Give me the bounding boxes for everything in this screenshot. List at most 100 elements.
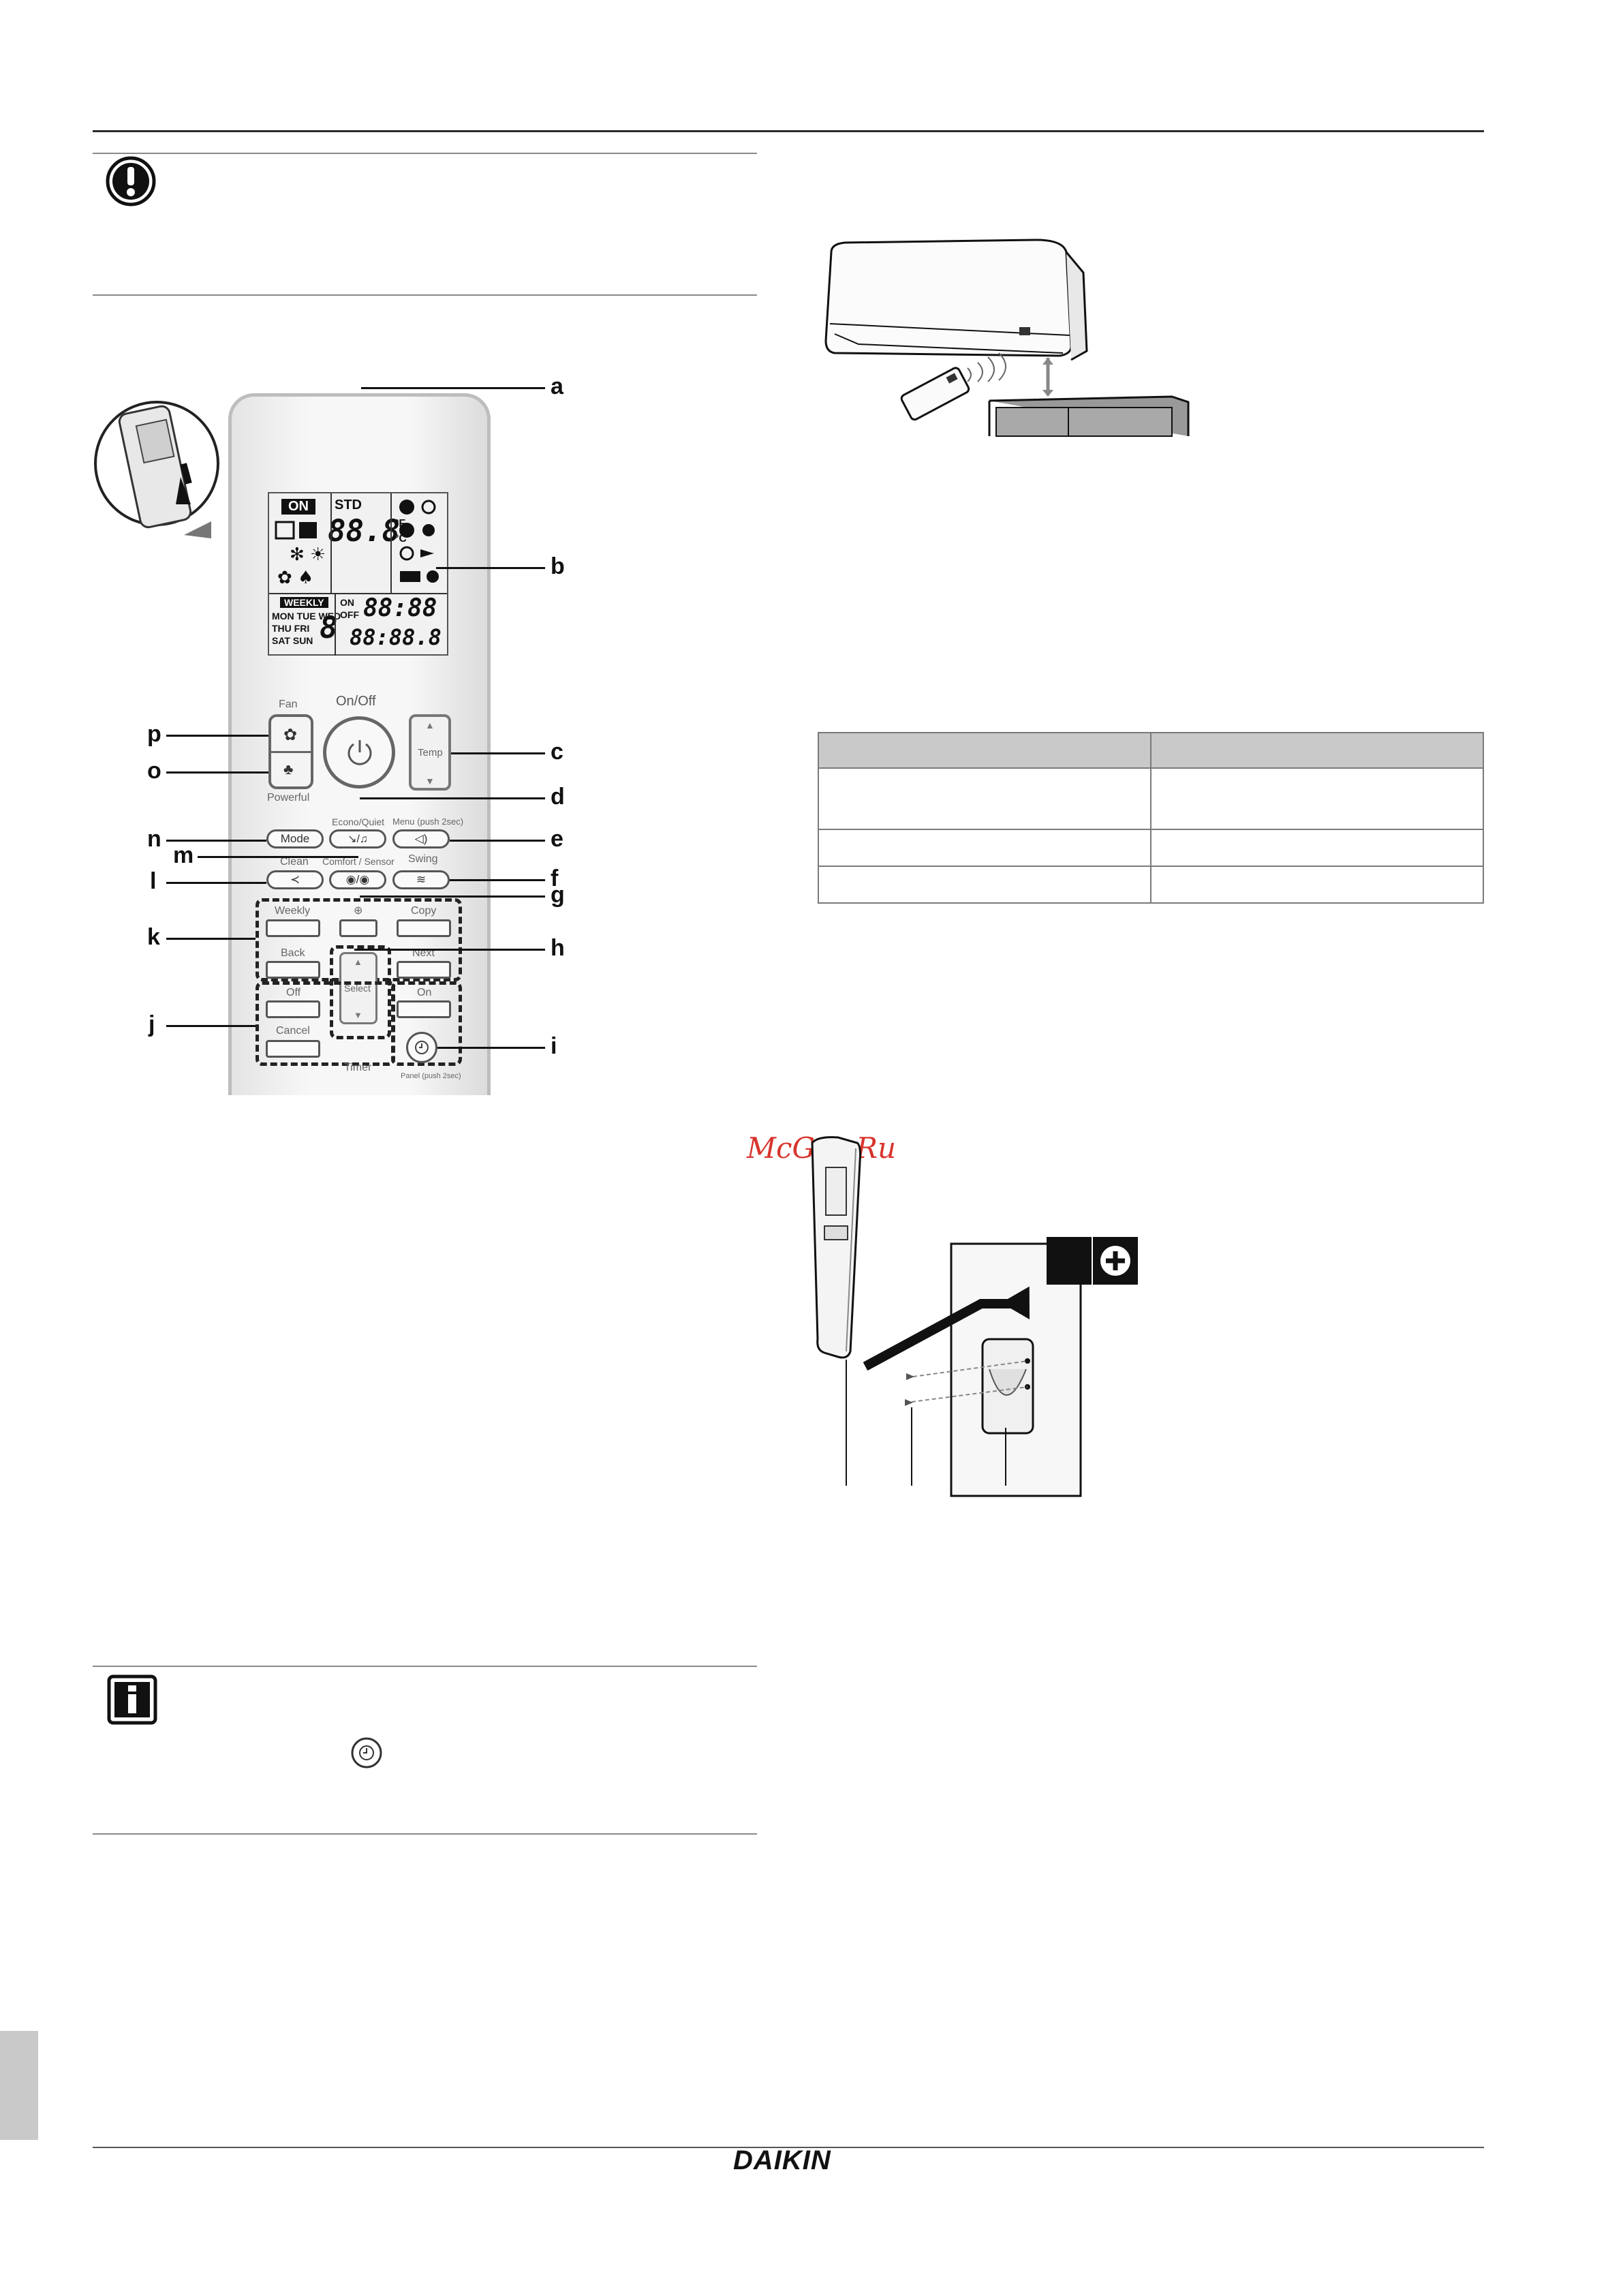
timer-cancel-button[interactable] (266, 1040, 320, 1058)
table-cell (818, 866, 1151, 904)
leader-b (436, 567, 545, 569)
lcd-time-2: 88:88.8 (350, 624, 442, 650)
panel-button[interactable] (406, 1032, 437, 1063)
econo-icon: ↘/♫ (347, 833, 368, 845)
leader-m (198, 856, 358, 858)
table-cell (1150, 767, 1484, 830)
info-table (818, 732, 1484, 904)
function-icons (399, 500, 439, 583)
remote-holder-illustration (811, 1136, 1138, 1497)
back-label: Back (281, 947, 305, 959)
table-cell (1150, 866, 1484, 904)
label-l: l (150, 868, 157, 894)
clock-icon (415, 1041, 429, 1054)
label-j: j (149, 1011, 155, 1037)
leader-o (166, 771, 268, 774)
select-up-icon: ▲ (354, 957, 362, 967)
temp-button[interactable]: ▲ Temp ▼ (409, 714, 451, 791)
label-f: f (551, 866, 559, 891)
leader-a (361, 387, 545, 389)
temp-label: Temp (418, 747, 443, 759)
label-n: n (147, 826, 161, 852)
leader-p (166, 735, 268, 737)
leader-c (451, 752, 545, 754)
leader-d (360, 797, 545, 799)
powerful-label: Powerful (267, 792, 310, 803)
cancel-label: Cancel (276, 1025, 310, 1037)
warning-bottom-rule (93, 294, 757, 296)
lcd-on: ON (281, 499, 315, 515)
select-down-icon: ▼ (354, 1010, 362, 1020)
table-cell (818, 767, 1151, 830)
leader-g (360, 896, 545, 898)
powerful-icon: ♣ (283, 761, 294, 778)
lcd-std: STD (335, 498, 362, 512)
clean-label: Clean (280, 856, 309, 868)
lcd-weekly: WEEKLY (280, 597, 328, 608)
table-header-1 (818, 732, 1151, 769)
swing-label: Swing (408, 853, 438, 865)
fan-button[interactable]: ✿ ♣ (268, 714, 313, 789)
svg-text:✿ ♠: ✿ ♠ (277, 568, 313, 588)
leader-i (437, 1047, 545, 1049)
swing-icon: ≋ (416, 873, 427, 886)
weekly-button[interactable] (266, 919, 320, 937)
warning-icon (106, 156, 156, 206)
clean-button[interactable]: ≺ (266, 870, 324, 889)
label-k: k (147, 924, 160, 950)
back-button[interactable] (266, 961, 320, 979)
weekly-label: Weekly (275, 905, 311, 917)
timer-on-group (391, 981, 462, 1066)
lcd-temperature: 88.8 (328, 514, 400, 549)
clean-icon: ≺ (290, 873, 300, 886)
speaker-icon: ◁) (414, 832, 428, 845)
mode-button[interactable]: Mode (266, 829, 324, 848)
on-label: On (417, 987, 432, 998)
lcd-on-label: ON (340, 597, 354, 608)
label-b: b (551, 553, 565, 579)
label-g: g (551, 882, 565, 908)
temp-up-icon: ▲ (425, 720, 435, 731)
table-cell (1150, 829, 1484, 867)
svg-text:✻ ☀: ✻ ☀ (290, 545, 326, 565)
label-i: i (551, 1033, 557, 1059)
info-top-rule (93, 1666, 757, 1667)
warning-top-rule (93, 153, 757, 154)
leader-e (450, 840, 545, 842)
lcd-days-3: SAT SUN (272, 635, 313, 646)
swing-button[interactable]: ≋ (392, 870, 450, 889)
copy-button[interactable] (397, 919, 451, 937)
label-c: c (551, 739, 563, 765)
select-button[interactable]: ▲ Select ▼ (339, 952, 377, 1024)
leader-n (166, 840, 266, 842)
timer-label: Timer (344, 1062, 372, 1073)
on-off-button[interactable] (323, 716, 395, 789)
lcd-days-1: MON TUE WED (272, 611, 341, 622)
copy-label: Copy (411, 905, 437, 917)
table-cell (818, 829, 1151, 867)
header-rule (93, 130, 1484, 132)
next-button[interactable] (397, 961, 451, 979)
side-tab (0, 2031, 38, 2140)
indoor-unit-illustration (824, 239, 1190, 437)
leader-h (354, 949, 545, 951)
lcd-off-label: OFF (340, 609, 359, 620)
lcd-time-1: 88:88 (363, 594, 437, 622)
footer-rule (93, 2147, 1484, 2148)
timer-off-button[interactable] (266, 1000, 320, 1018)
info-bottom-rule (93, 1833, 757, 1835)
econo-quiet-button[interactable]: ↘/♫ (329, 829, 386, 848)
temp-down-icon: ▼ (425, 776, 435, 786)
sensor-icon: ◉/◉ (345, 873, 370, 886)
leader-j (166, 1025, 256, 1027)
timer-on-button[interactable] (397, 1000, 451, 1018)
program-button[interactable] (339, 919, 377, 937)
panel-label: Panel (push 2sec) (401, 1072, 461, 1080)
menu-button[interactable]: ◁) (392, 829, 450, 848)
label-d: d (551, 784, 565, 810)
comfort-sensor-button[interactable]: ◉/◉ (329, 870, 386, 889)
comfort-label: Comfort / Sensor (322, 856, 395, 867)
label-e: e (551, 826, 563, 852)
econo-label: Econo/Quiet (332, 816, 385, 827)
fan-label: Fan (279, 699, 298, 710)
